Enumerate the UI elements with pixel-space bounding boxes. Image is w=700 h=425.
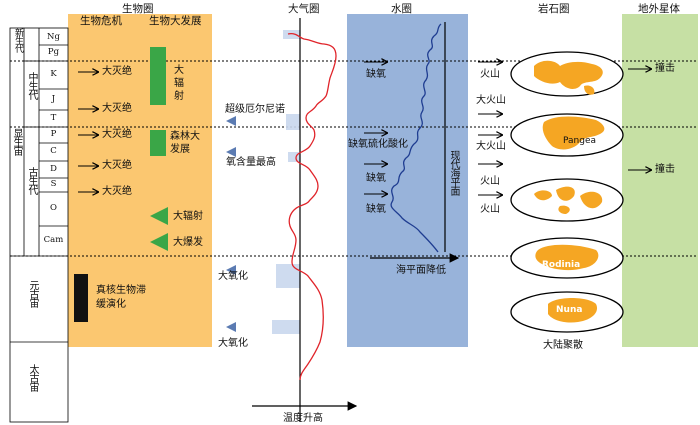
continent-shapes bbox=[534, 60, 605, 323]
period-d: D bbox=[50, 164, 57, 174]
extinction-label: 大灭绝 bbox=[102, 103, 132, 114]
modern-sea-level-label: 现代海平面 bbox=[448, 150, 459, 195]
temp-shading bbox=[272, 30, 300, 334]
period-ng: Ng bbox=[47, 32, 60, 42]
hydrosphere-band bbox=[347, 14, 468, 347]
pangea-label: Pangea bbox=[563, 136, 597, 146]
continental-dispersal-label: 大陆聚散 bbox=[543, 340, 583, 351]
cambrian-explosion-triangle bbox=[150, 233, 168, 251]
eukaryote-bar bbox=[74, 274, 88, 322]
extraterrestrial-title: 地外星体 bbox=[638, 3, 680, 15]
mesozoic-radiation-bar bbox=[150, 47, 166, 105]
volcano-label: 火山 bbox=[480, 176, 500, 187]
period-s: S bbox=[50, 179, 57, 189]
period-t: T bbox=[50, 113, 57, 123]
sea-level-curve bbox=[390, 23, 442, 253]
extinction-label: 大灭绝 bbox=[102, 160, 132, 171]
volcano-label: 火山 bbox=[480, 204, 500, 215]
oxidation-label: 大氧化 bbox=[218, 271, 248, 282]
period-k: K bbox=[50, 69, 57, 79]
period-p: P bbox=[50, 129, 57, 139]
period-pg: Pg bbox=[47, 47, 60, 57]
litho-arrows bbox=[478, 62, 503, 195]
extinction-label: 大灭绝 bbox=[102, 66, 132, 77]
impact-label: 撞击 bbox=[655, 164, 675, 175]
forest-label: 森林大发展 bbox=[170, 131, 200, 155]
impact-label: 撞击 bbox=[655, 63, 675, 74]
anoxia-label: 缺氧 bbox=[366, 204, 386, 215]
temperature-curve bbox=[287, 32, 337, 381]
extinction-label: 大灭绝 bbox=[102, 129, 132, 140]
impact-arrows bbox=[628, 69, 652, 170]
atmosphere-title: 大气圈 bbox=[288, 3, 320, 15]
lithosphere-title: 岩石圈 bbox=[538, 3, 570, 15]
hydro-arrows bbox=[364, 62, 388, 194]
period-c: C bbox=[50, 146, 57, 156]
eukaryote-label: 真核生物滞缓演化 bbox=[96, 285, 146, 310]
biosphere-title: 生物圈 bbox=[122, 3, 154, 15]
ordovician-radiation-label: 大辐射 bbox=[173, 211, 203, 222]
cambrian-explosion-label: 大爆发 bbox=[173, 237, 203, 248]
big-volcano-label: 大火山 bbox=[476, 95, 506, 106]
temperature-axis-label: 温度升高 bbox=[283, 413, 323, 424]
eon-phanerozoic: 显生宙 bbox=[11, 128, 22, 155]
atmosphere-markers bbox=[226, 116, 236, 332]
biosphere-band bbox=[68, 14, 212, 347]
forest-bar bbox=[150, 130, 166, 156]
eon-archean: 太古宙 bbox=[27, 364, 38, 391]
oxygen-high-label: 氧含量最高 bbox=[226, 157, 276, 168]
period-cam: Cam bbox=[43, 235, 64, 245]
era-cenozoic: 新生代 bbox=[13, 28, 23, 52]
hydrosphere-title: 水圈 bbox=[391, 3, 412, 15]
nuna-label: Nuna bbox=[556, 305, 583, 315]
volcano-label: 火山 bbox=[480, 69, 500, 80]
sea-level-axis-label: 海平面降低 bbox=[396, 265, 446, 276]
extinction-arrows bbox=[78, 72, 99, 192]
anoxia-sulfide-label: 缺氧硫化酸化 bbox=[348, 139, 408, 150]
era-mesozoic: 中生代 bbox=[26, 72, 37, 99]
oxidation-label: 大氧化 bbox=[218, 338, 248, 349]
super-el-nino-label: 超级厄尔尼诺 bbox=[225, 104, 285, 115]
anoxia-label: 缺氧 bbox=[366, 69, 386, 80]
bio-crisis-subheader: 生物危机 bbox=[80, 15, 122, 27]
extinction-label: 大灭绝 bbox=[102, 186, 132, 197]
big-volcano-label: 大火山 bbox=[476, 141, 506, 152]
anoxia-label: 缺氧 bbox=[366, 173, 386, 184]
mesozoic-radiation-label: 大辐射 bbox=[174, 65, 184, 102]
bio-radiation-subheader: 生物大发展 bbox=[149, 15, 202, 27]
rodinia-label: Rodinia bbox=[542, 260, 581, 270]
period-o: O bbox=[50, 203, 57, 213]
ordovician-radiation-triangle bbox=[150, 207, 168, 225]
period-j: J bbox=[51, 94, 56, 104]
timescale-frame bbox=[9, 27, 69, 423]
era-paleozoic: 古生代 bbox=[26, 167, 37, 194]
eon-proterozoic: 元古宙 bbox=[27, 280, 38, 307]
